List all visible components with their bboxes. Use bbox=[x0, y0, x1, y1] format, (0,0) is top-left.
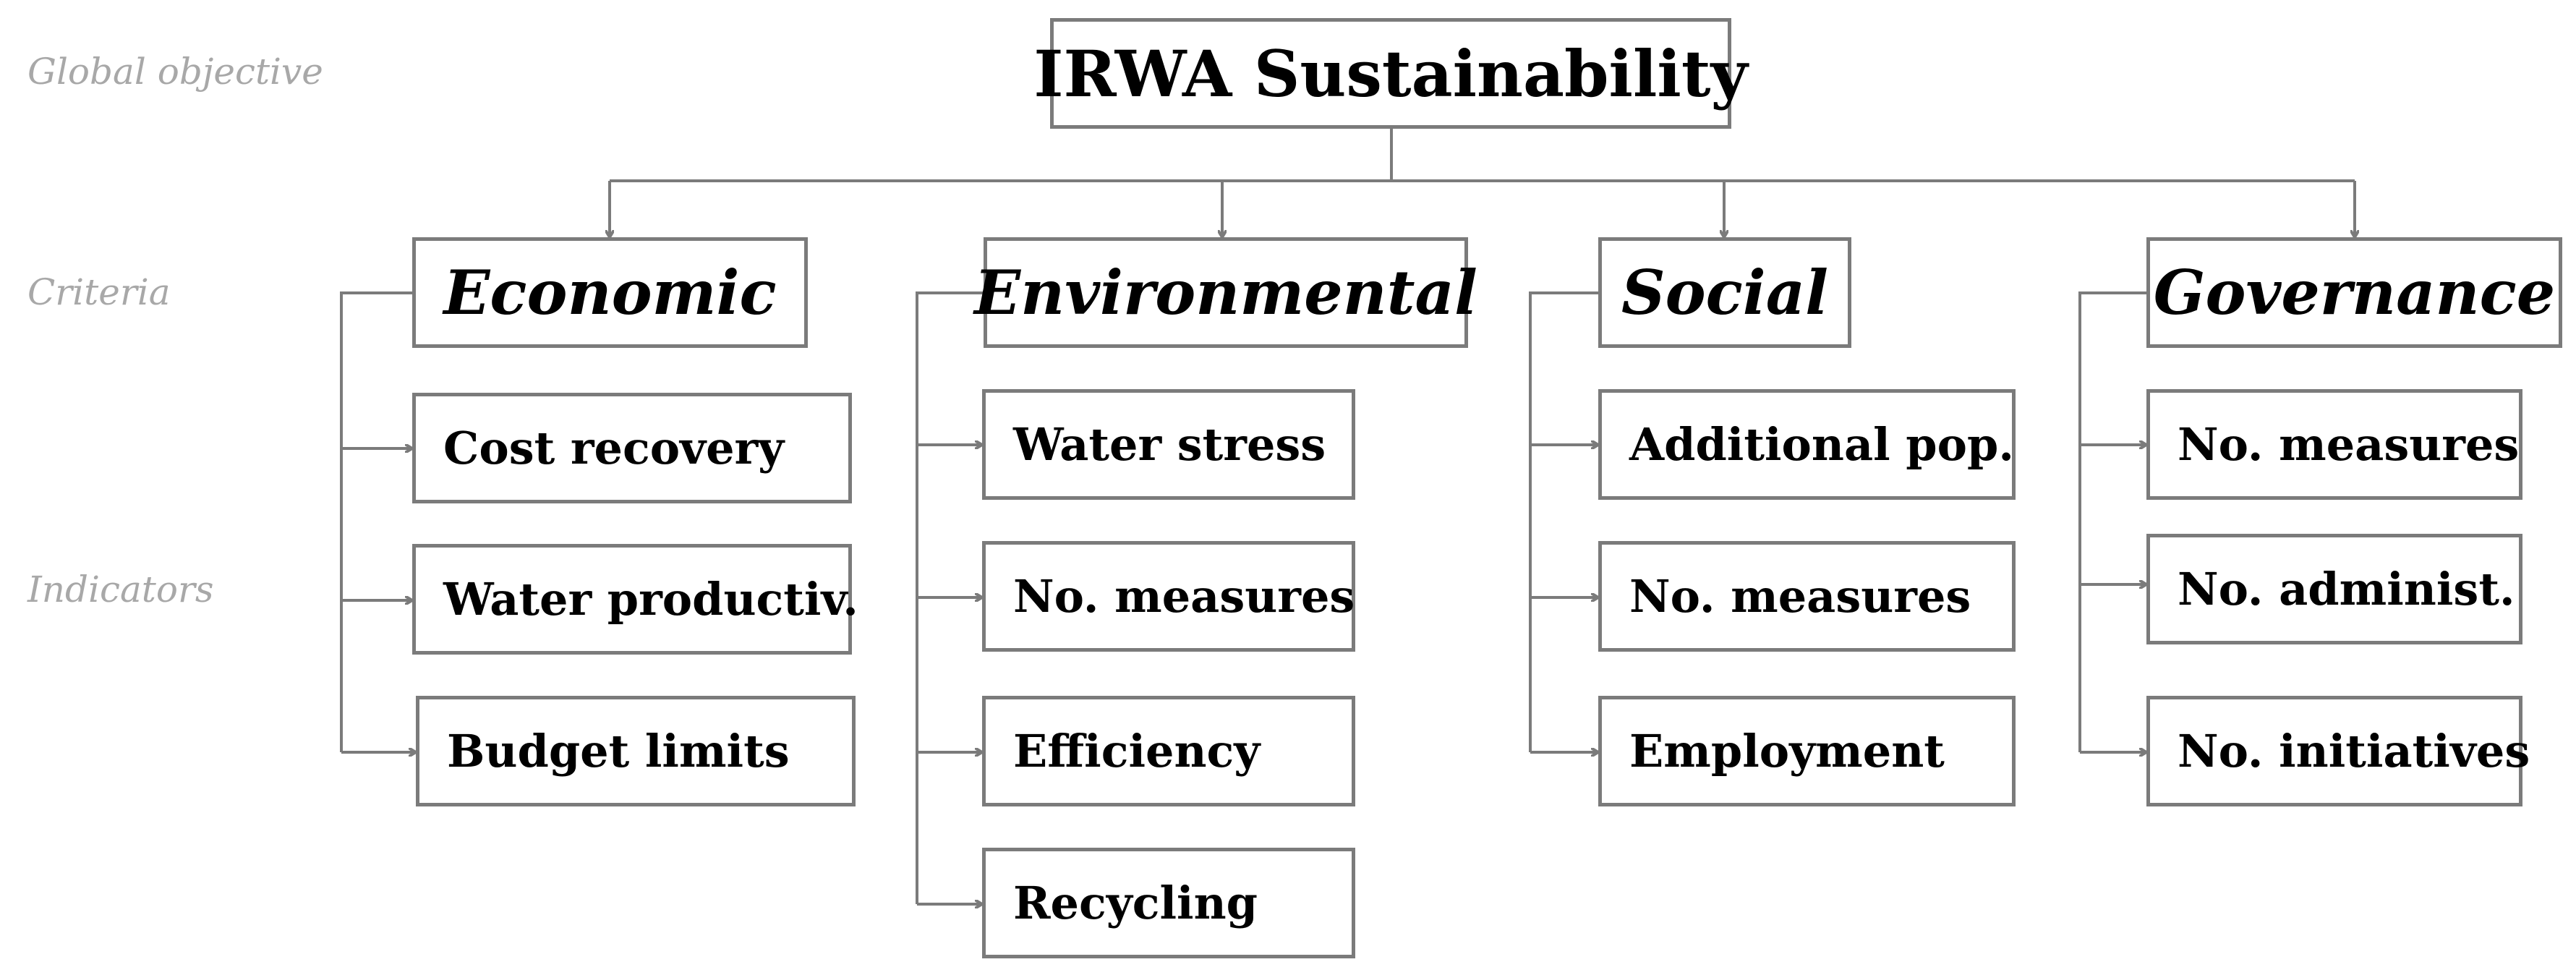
criterion-governance: Governance bbox=[2146, 237, 2562, 348]
level-label-criteria: Criteria bbox=[27, 271, 171, 313]
indicator-budget-limits: Budget limits bbox=[416, 696, 856, 806]
indicator-recycling: Recycling bbox=[982, 848, 1355, 958]
root-node-irwa-sustainability: IRWA Sustainability bbox=[1033, 18, 1748, 129]
criterion-environmental: Environmental bbox=[974, 237, 1477, 348]
indicator-cost-recovery: Cost recovery bbox=[412, 393, 852, 503]
level-label-indicators: Indicators bbox=[27, 569, 214, 610]
criterion-economic: Economic bbox=[412, 237, 808, 348]
indicator-water-stress: Water stress bbox=[982, 389, 1355, 500]
criterion-social: Social bbox=[1598, 237, 1851, 348]
indicator-social-no-measures: No. measures bbox=[1598, 541, 2016, 652]
indicator-governance-no-measures: No. measures bbox=[2146, 389, 2522, 500]
indicator-environmental-no-measures: No. measures bbox=[982, 541, 1355, 652]
indicator-employment: Employment bbox=[1598, 696, 2016, 806]
indicator-additional-pop: Additional pop. bbox=[1598, 389, 2016, 500]
level-label-global-objective: Global objective bbox=[27, 51, 323, 93]
indicator-no-administ: No. administ. bbox=[2146, 534, 2522, 644]
indicator-efficiency: Efficiency bbox=[982, 696, 1355, 806]
indicator-water-productivity: Water productiv. bbox=[412, 544, 858, 655]
indicator-no-initiatives: No. initiatives bbox=[2146, 696, 2530, 806]
